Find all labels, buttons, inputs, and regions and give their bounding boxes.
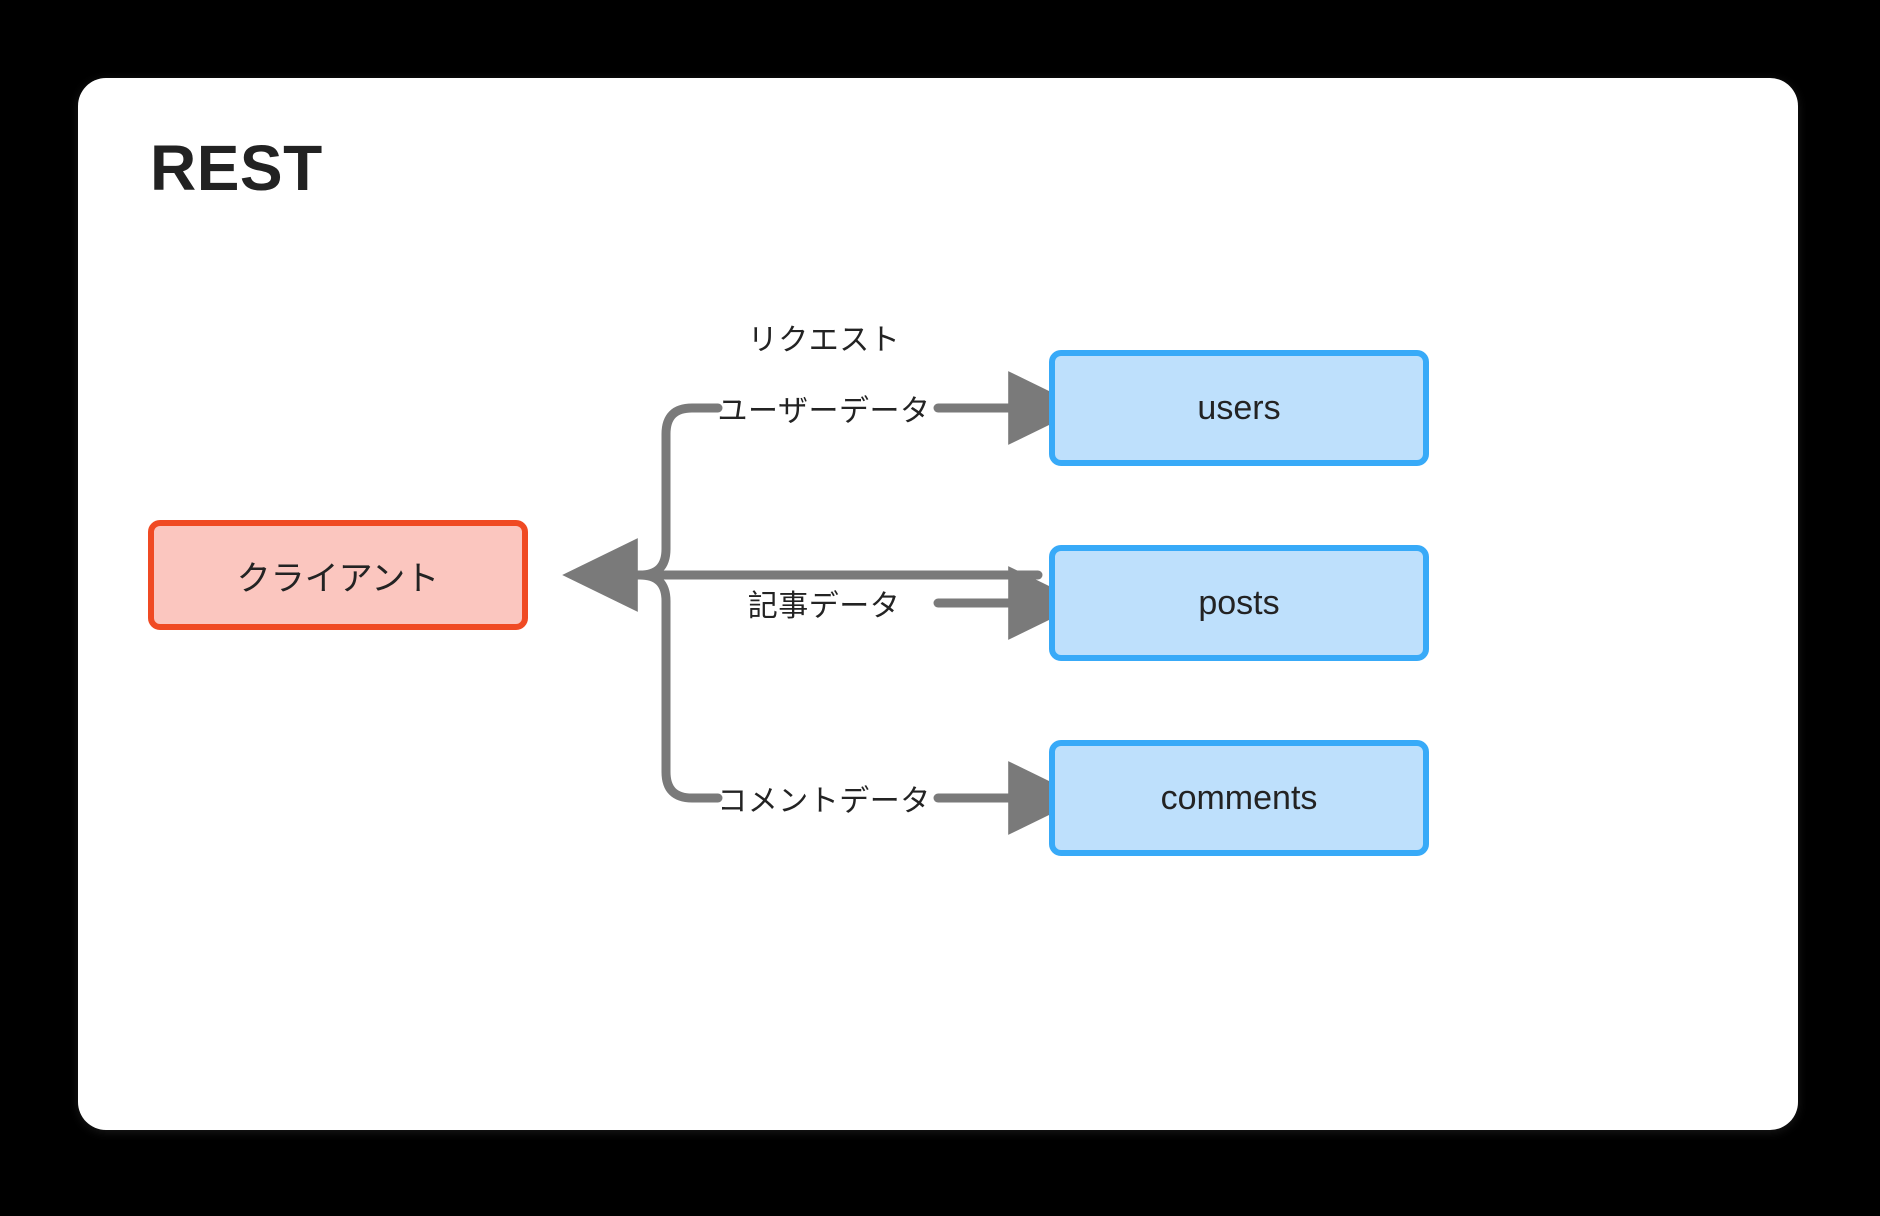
node-users[interactable]: users xyxy=(1049,350,1429,466)
node-comments[interactable]: comments xyxy=(1049,740,1429,856)
node-posts[interactable]: posts xyxy=(1049,545,1429,661)
edge-label-user-data: ユーザーデータ xyxy=(717,395,931,428)
page-title: REST xyxy=(150,132,323,204)
diagram-card: REST xyxy=(78,78,1798,1130)
rest-architecture-diagram: クライアント users posts comments リクエスト ユーザーデー… xyxy=(78,78,1798,1130)
node-client[interactable]: クライアント xyxy=(148,520,528,630)
edge-label-request: リクエスト xyxy=(747,324,901,357)
response-elbow-users xyxy=(635,403,723,580)
response-elbow-comments xyxy=(635,570,723,803)
edge-label-comment-data: コメントデータ xyxy=(717,785,931,818)
connector-layer xyxy=(562,371,1084,835)
edge-label-post-data: 記事データ xyxy=(747,590,901,623)
